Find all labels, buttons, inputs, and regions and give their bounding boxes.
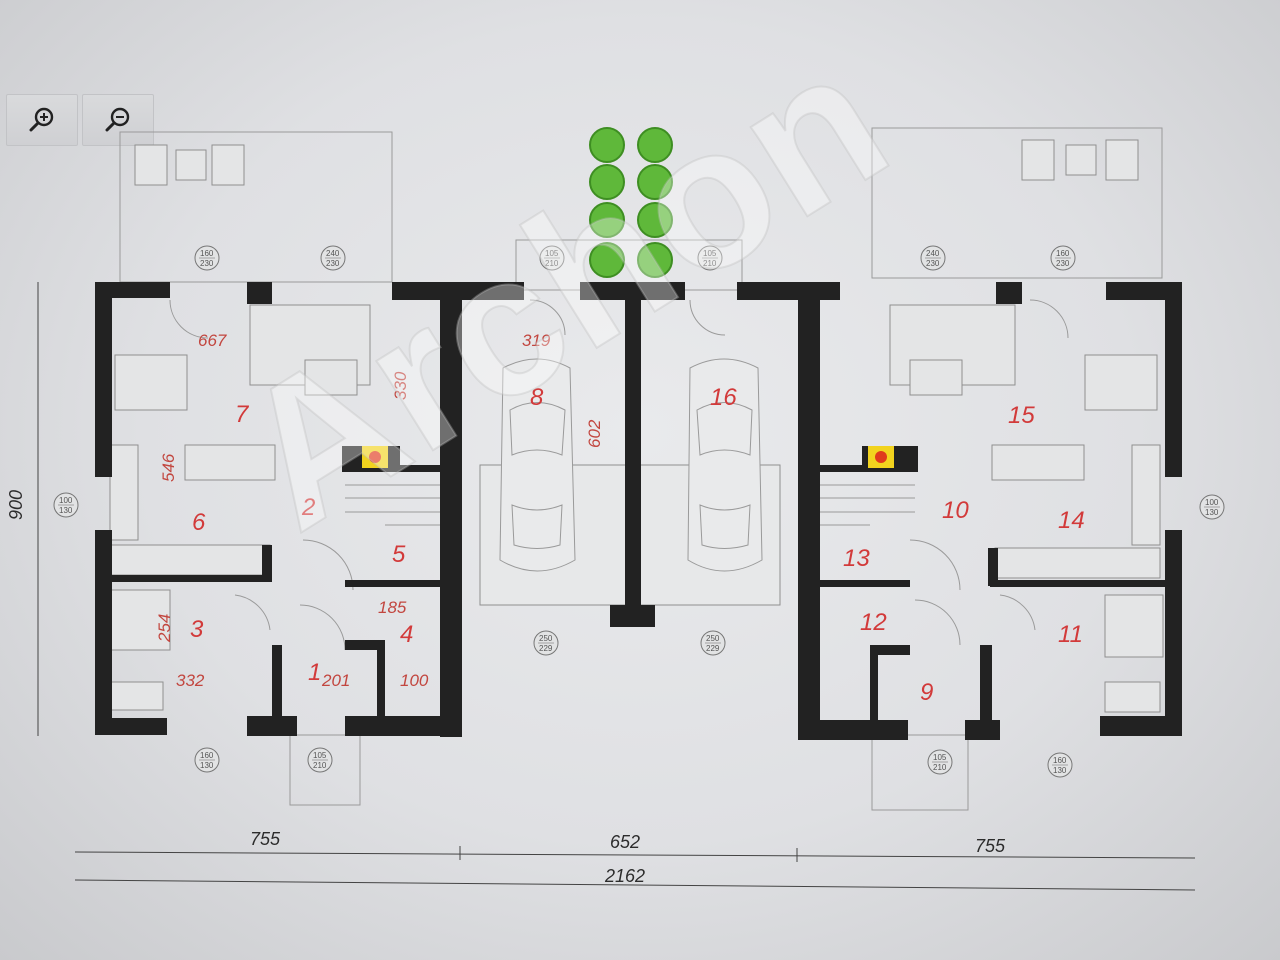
room-label: 3	[190, 616, 204, 643]
room-label: 6	[192, 509, 206, 536]
dimension-label: 602	[585, 419, 604, 448]
car-right	[687, 358, 763, 572]
svg-text:105: 105	[313, 751, 327, 760]
room-label: 12	[860, 609, 887, 636]
room-label: 9	[920, 679, 933, 706]
fireplace-left	[342, 446, 400, 472]
zoom-in-icon	[29, 107, 54, 132]
dimension-label: 254	[155, 614, 174, 643]
svg-text:160: 160	[1053, 756, 1067, 765]
inner-dimensions: 667 330 546 319 602 185 254 332 201 100	[155, 331, 604, 690]
svg-text:105: 105	[933, 753, 947, 762]
room-labels: 1 2 3 4 5 6 7 8 9 10 11 12 13 14 15 16	[190, 384, 1085, 706]
room-label: 14	[1058, 507, 1085, 534]
svg-text:210: 210	[703, 259, 717, 268]
svg-text:230: 230	[1056, 259, 1070, 268]
walls	[95, 282, 1182, 740]
dimension-label: 332	[176, 671, 205, 690]
svg-text:100: 100	[59, 496, 73, 505]
dimension-label: 201	[321, 671, 350, 690]
dimension-label: 546	[159, 453, 178, 482]
room-label: 1	[308, 659, 321, 686]
dimension-label: 755	[975, 836, 1006, 856]
svg-text:105: 105	[703, 249, 717, 258]
dimension-label: 100	[400, 671, 429, 690]
svg-text:160: 160	[200, 751, 214, 760]
svg-text:160: 160	[200, 249, 214, 258]
svg-text:210: 210	[313, 761, 327, 770]
zoom-out-icon	[105, 107, 130, 132]
room-label: 16	[710, 384, 737, 411]
zoom-in-button[interactable]	[6, 94, 78, 146]
terrace-right	[871, 127, 1163, 279]
svg-text:160: 160	[1056, 249, 1070, 258]
room-label: 10	[942, 497, 969, 524]
svg-text:105: 105	[545, 249, 559, 258]
room-label: 5	[392, 541, 406, 568]
entrance-step-right	[871, 734, 969, 811]
room-label: 4	[400, 621, 413, 648]
svg-text:210: 210	[545, 259, 559, 268]
svg-text:230: 230	[200, 259, 214, 268]
svg-text:240: 240	[326, 249, 340, 258]
dimension-label: 330	[391, 371, 410, 400]
stairs	[345, 484, 915, 526]
dimension-label: 185	[378, 598, 407, 617]
svg-text:229: 229	[706, 644, 720, 653]
terrace-furniture-left	[134, 144, 245, 186]
svg-text:210: 210	[933, 763, 947, 772]
svg-text:100: 100	[1205, 498, 1219, 507]
svg-text:230: 230	[326, 259, 340, 268]
svg-text:250: 250	[706, 634, 720, 643]
svg-text:250: 250	[539, 634, 553, 643]
room-label: 13	[843, 545, 870, 572]
room-label: 7	[235, 401, 250, 428]
svg-text:130: 130	[200, 761, 214, 770]
terrace-furniture-right	[1021, 139, 1139, 181]
svg-text:240: 240	[926, 249, 940, 258]
svg-text:229: 229	[539, 644, 553, 653]
svg-text:130: 130	[59, 506, 73, 515]
room-label: 8	[530, 384, 544, 411]
fireplace-right	[862, 446, 918, 472]
dimension-label: 2162	[604, 866, 645, 886]
svg-text:130: 130	[1053, 766, 1067, 775]
room-label: 2	[301, 494, 315, 521]
dimension-label: 755	[250, 829, 281, 849]
dimension-label: 900	[6, 490, 26, 520]
hedge-plants	[589, 127, 673, 278]
svg-text:130: 130	[1205, 508, 1219, 517]
outer-dimensions: 900 755 652 755 2162	[6, 282, 1196, 891]
room-label: 11	[1058, 621, 1083, 648]
dimension-label: 667	[198, 331, 227, 350]
svg-text:230: 230	[926, 259, 940, 268]
car-left	[499, 358, 576, 572]
zoom-out-button[interactable]	[82, 94, 154, 146]
door-swings	[169, 299, 1069, 651]
dimension-label: 319	[522, 331, 551, 350]
dimension-label: 652	[610, 832, 640, 852]
room-label: 15	[1008, 402, 1035, 429]
entrance-step-left	[289, 734, 361, 806]
